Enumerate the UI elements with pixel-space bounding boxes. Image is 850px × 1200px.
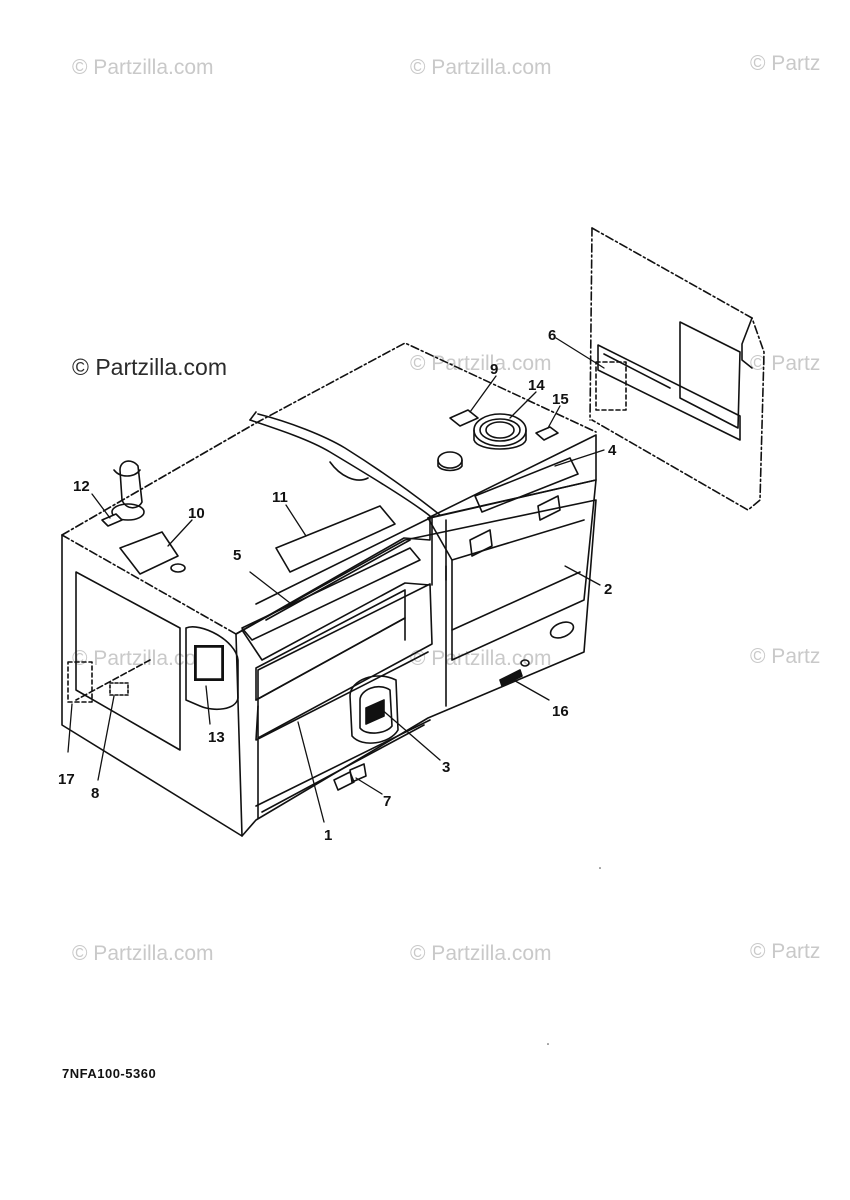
watermark-text: © Partz [750,52,821,75]
callout-14: 14 [528,377,545,394]
label-6-outline [595,361,627,411]
callout-12: 12 [73,478,90,495]
watermark-text: © Partzilla.com [410,942,552,965]
callout-2: 2 [604,581,612,598]
callout-13: 13 [208,729,225,746]
label-4-area [474,457,579,513]
watermark-text: © Partzilla.com [410,56,552,79]
callout-17: 17 [58,771,75,788]
leader-lines [67,337,605,823]
label-17-outline [67,661,93,703]
callout-11: 11 [272,489,288,506]
callout-15: 15 [552,391,569,408]
watermark-text: © Partzilla.com [72,942,214,965]
callout-3: 3 [442,759,450,776]
callout-7: 7 [383,793,391,810]
callout-6: 6 [548,327,556,344]
callout-4: 4 [608,442,617,459]
watermark-text: © Partzilla.com [72,56,214,79]
watermark-text: © Partz [750,940,821,963]
partzilla-watermark-main: © Partzilla.com [72,354,227,380]
callout-1: 1 [324,827,332,844]
callout-8: 8 [91,785,99,802]
watermark-text: © Partzilla.com [72,647,214,670]
part-code: 7NFA100-5360 [62,1066,157,1081]
watermark-text: © Partzilla.com [410,352,552,375]
watermark-text: © Partz [750,645,821,668]
watermark-text: © Partz [750,352,821,375]
callout-16: 16 [552,703,569,720]
generator-body [61,342,597,837]
label-8-outline [109,682,129,696]
callout-10: 10 [188,505,205,522]
side-cover-panel [589,227,765,511]
callout-9: 9 [490,361,498,378]
callout-5: 5 [233,547,241,564]
front-upper-strip [255,589,406,701]
